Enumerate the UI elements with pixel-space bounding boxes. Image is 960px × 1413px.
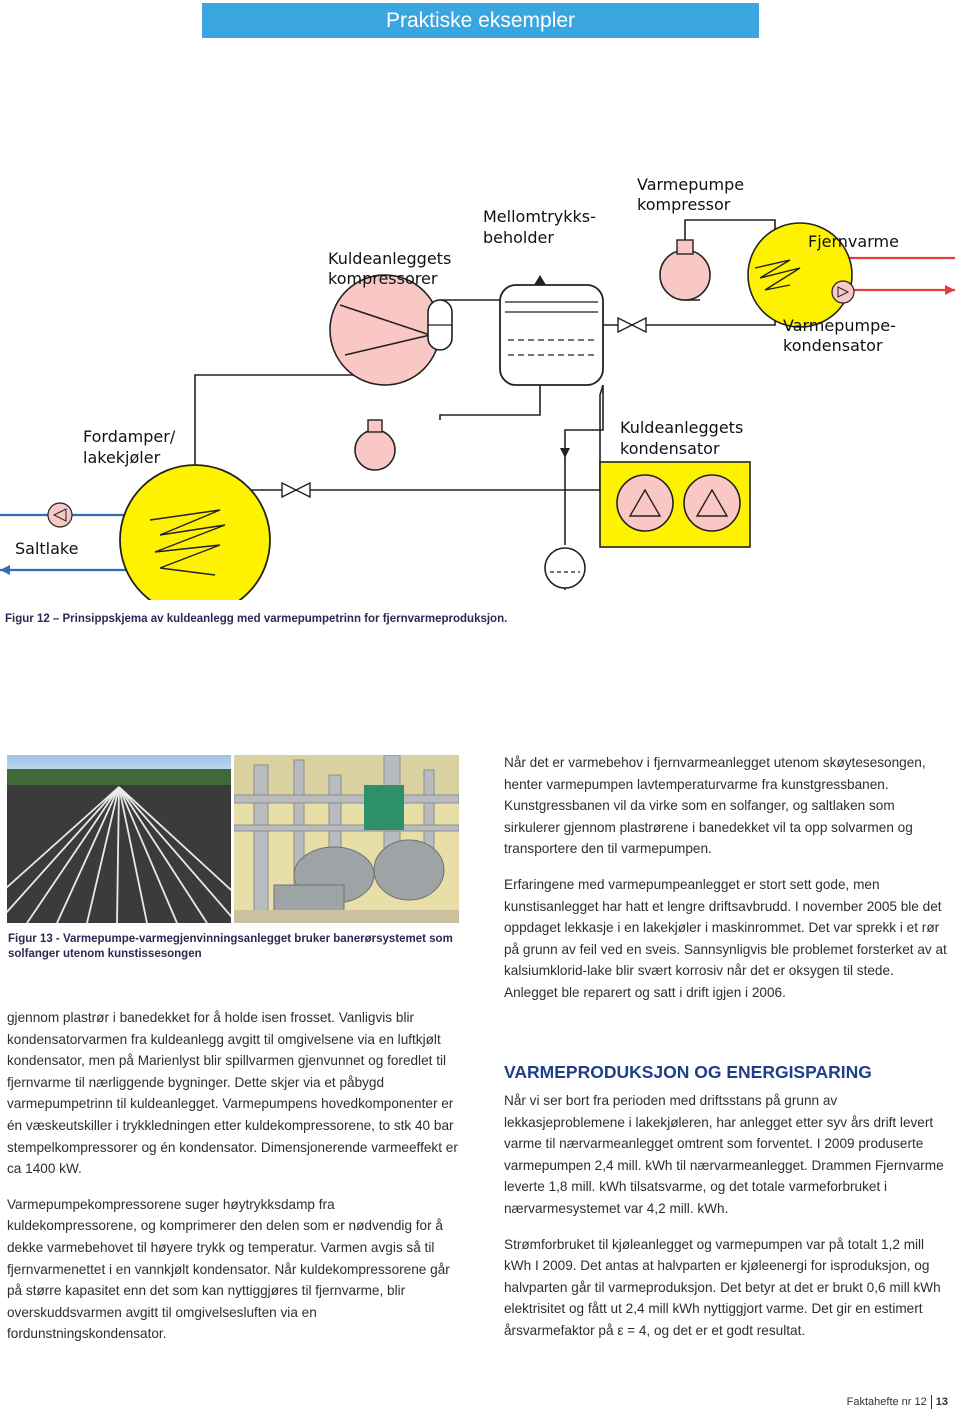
label-fordamper-line2: lakekjøler xyxy=(83,448,161,467)
photo-rink-pipes xyxy=(7,755,231,923)
left-column: gjennom plastrør i banedekket for å hold… xyxy=(7,1007,462,1359)
label-mellomtrykksbeholder-line1: Mellomtrykks- xyxy=(483,207,596,226)
label-kuldeanleggets-kondensator-line2: kondensator xyxy=(620,439,720,458)
footer-divider xyxy=(930,1395,932,1409)
label-fjernvarme: Fjernvarme xyxy=(808,232,899,251)
section-header: Praktiske eksempler xyxy=(202,3,759,38)
page-number: 13 xyxy=(935,1395,948,1408)
label-fordamper-line1: Fordamper/ xyxy=(83,427,176,446)
label-varmepumpekondensator-line1: Varmepumpe- xyxy=(783,316,896,335)
label-saltlake: Saltlake xyxy=(15,539,78,558)
figure-12-caption: Figur 12 – Prinsippskjema av kuldeanlegg… xyxy=(5,613,508,625)
label-kuldeanleggets-kondensator-line1: Kuldeanleggets xyxy=(620,418,743,437)
label-varmepumpekondensator-line2: kondensator xyxy=(783,336,883,355)
label-mellomtrykksbeholder-line2: beholder xyxy=(483,228,554,247)
right-paragraph-3: Når vi ser bort fra perioden med driftss… xyxy=(504,1093,944,1216)
left-paragraph-1: gjennom plastrør i banedekket for å hold… xyxy=(7,1010,458,1177)
right-paragraph-4: Strømforbruket til kjøleanlegget og varm… xyxy=(504,1236,941,1338)
right-paragraph-1: Når det er varmebehov i fjernvarmeanlegg… xyxy=(504,755,926,857)
page-footer: Faktahefte nr 12 13 xyxy=(847,1395,948,1409)
label-varmepumpe-kompressor-line2: kompressor xyxy=(637,195,731,214)
right-column-bottom: Når vi ser bort fra perioden med driftss… xyxy=(504,1090,949,1356)
photo-machine-room xyxy=(234,755,459,923)
label-kuldeanleggets-kompressorer-line2: kompressorer xyxy=(328,269,438,288)
right-column-top: Når det er varmebehov i fjernvarmeanlegg… xyxy=(504,752,949,1018)
section-heading: VARMEPRODUKSJON OG ENERGISPARING xyxy=(504,1062,872,1082)
footer-label: Faktahefte nr 12 xyxy=(846,1395,927,1408)
figure-13-caption: Figur 13 - Varmepumpe-varmegjenvinningsa… xyxy=(8,933,453,960)
left-paragraph-2: Varmepumpekompressorene suger høytrykksd… xyxy=(7,1196,450,1342)
label-kuldeanleggets-kompressorer-line1: Kuldeanleggets xyxy=(328,249,451,268)
schematic-diagram: Kuldeanleggets kompressorer Mellomtrykks… xyxy=(0,175,955,600)
section-title: Praktiske eksempler xyxy=(385,9,576,32)
right-paragraph-2: Erfaringene med varmepumpeanlegget er st… xyxy=(504,876,947,1000)
label-varmepumpe-kompressor-line1: Varmepumpe xyxy=(637,175,744,194)
